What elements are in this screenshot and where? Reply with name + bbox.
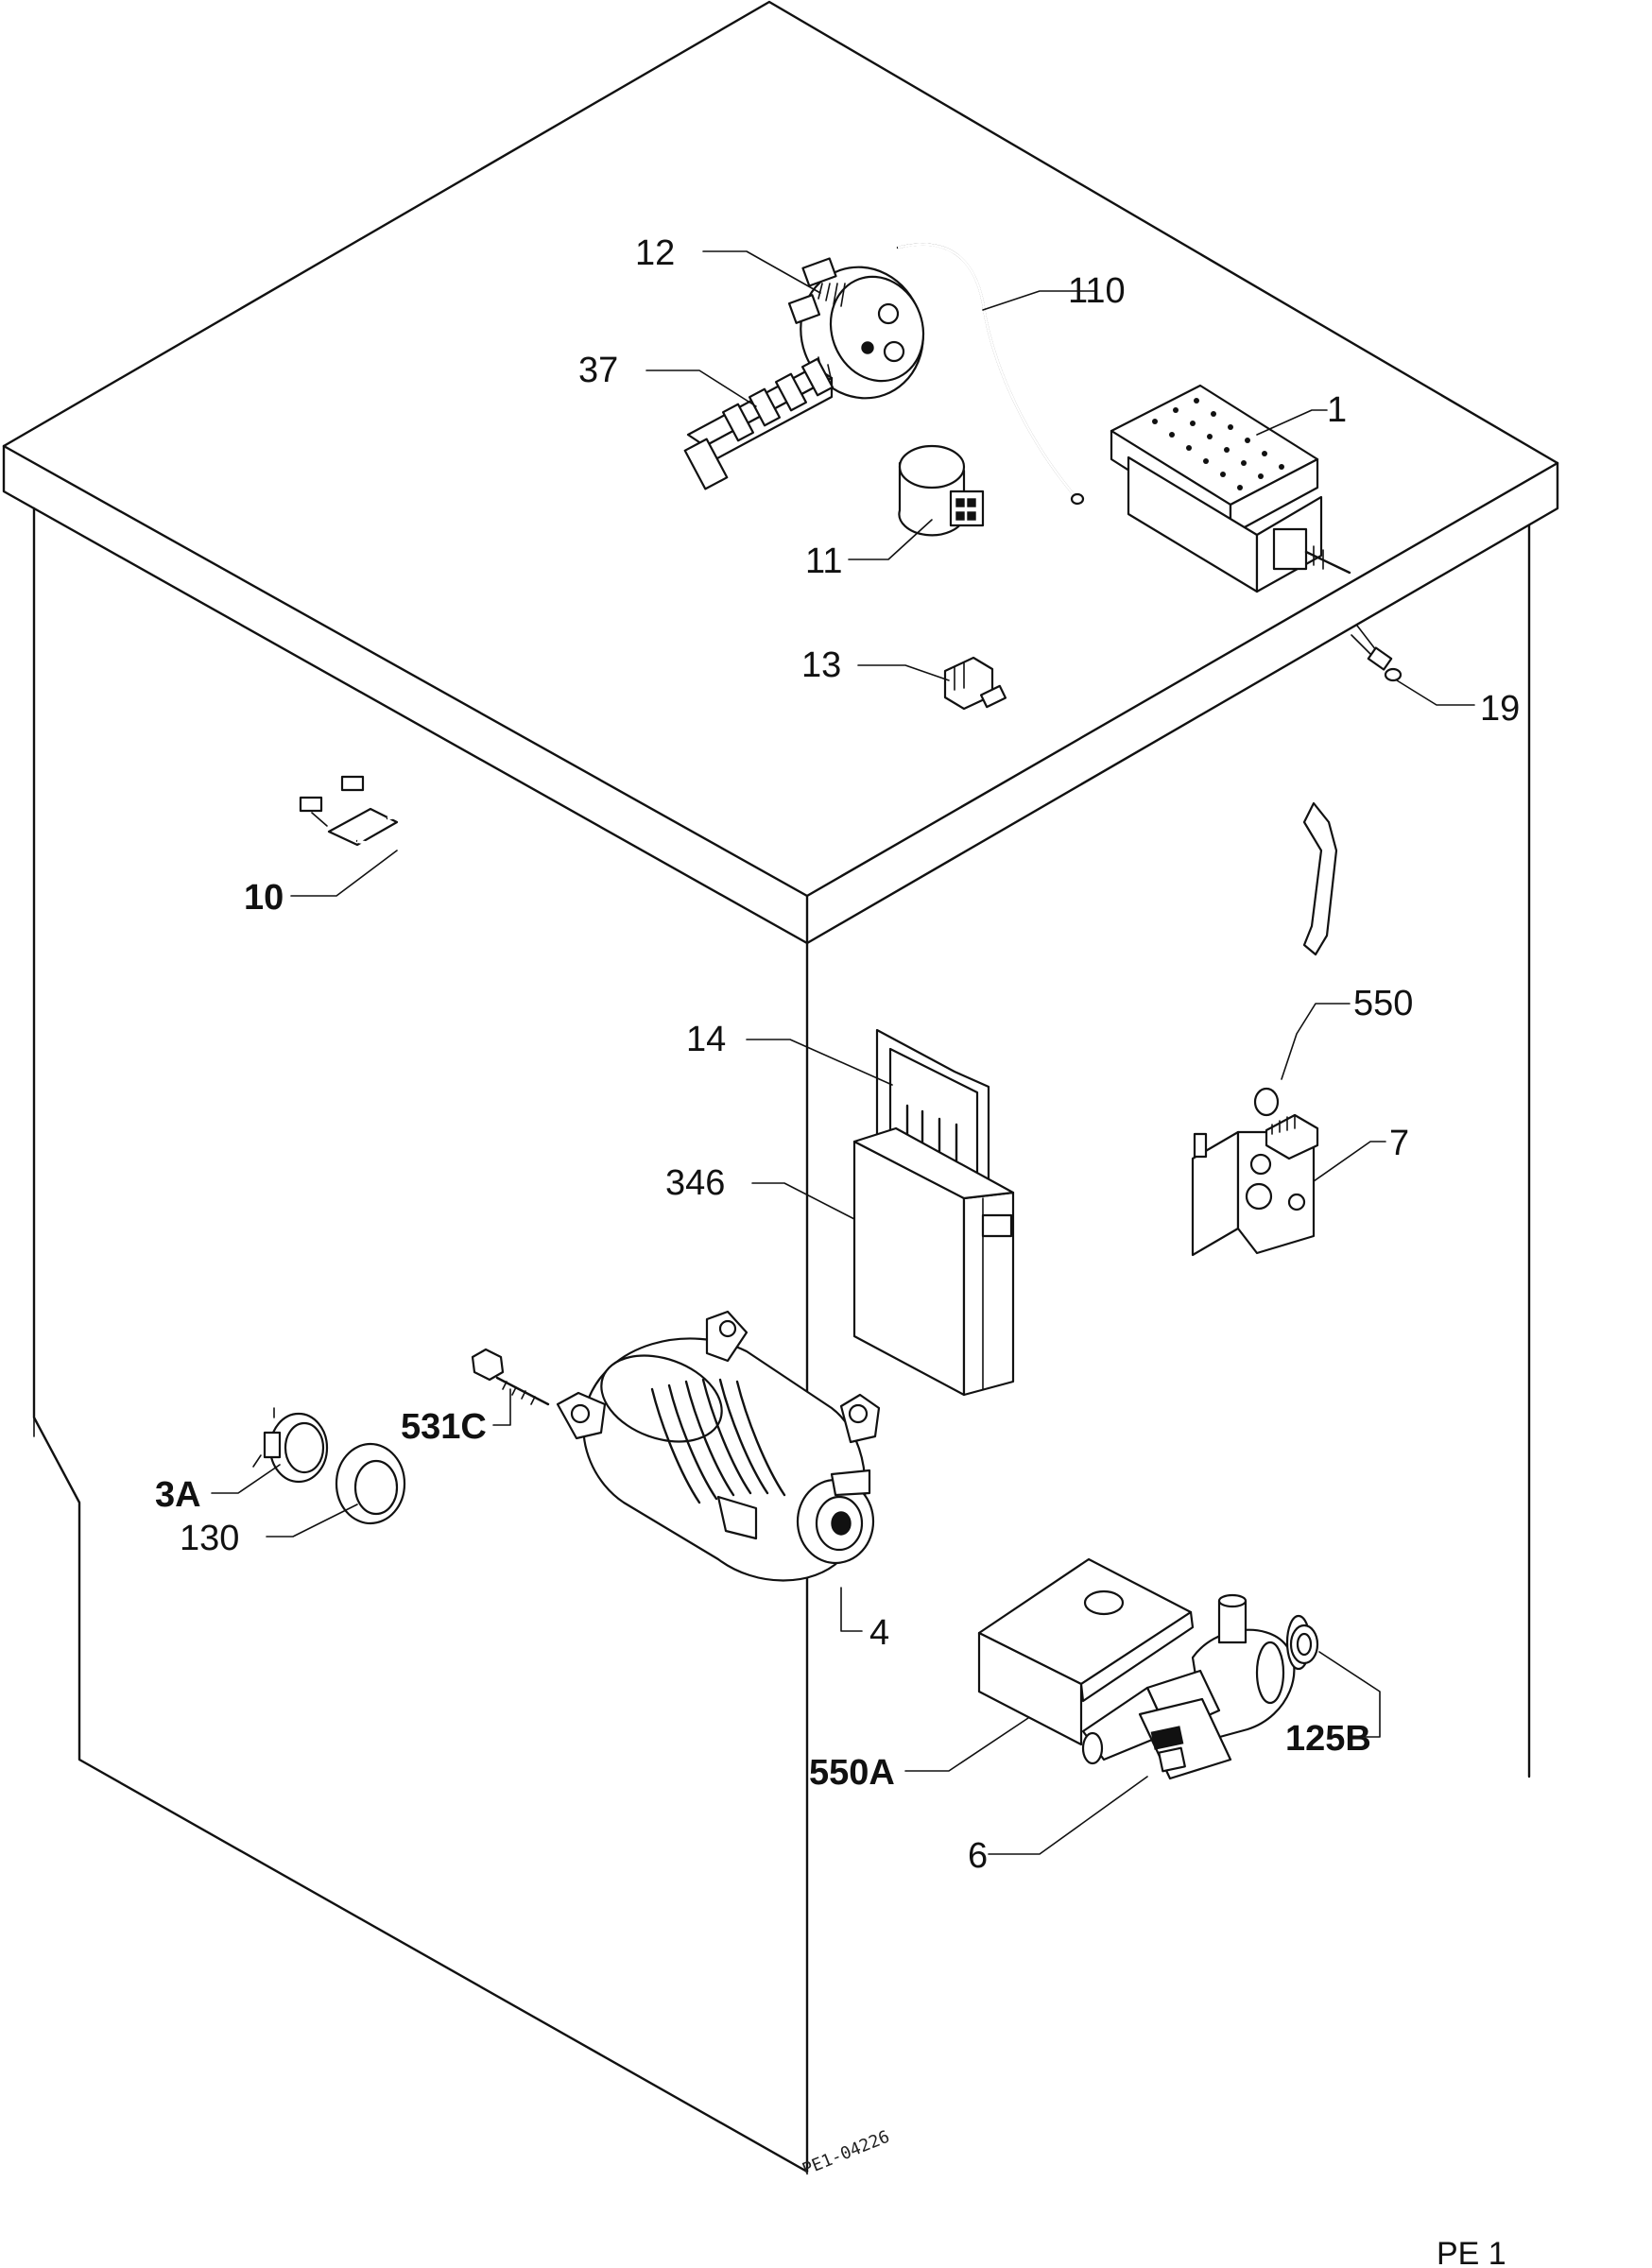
label-part-4: 4 <box>869 1613 889 1653</box>
label-part-550a: 550A <box>809 1753 895 1793</box>
pressure-switch-part-12 <box>787 257 925 400</box>
label-part-12: 12 <box>635 233 675 273</box>
label-part-130: 130 <box>180 1519 239 1558</box>
door-lever-part-550 <box>1253 801 1338 1117</box>
label-part-346: 346 <box>665 1163 725 1203</box>
label-part-14: 14 <box>686 1020 726 1059</box>
dispenser-housing-part-346 <box>852 1126 1015 1397</box>
washer-part-125b <box>1289 1624 1319 1665</box>
label-part-13: 13 <box>801 645 841 685</box>
part-labels: 12 110 37 1 11 13 19 10 550 7 14 346 531… <box>155 233 1520 1876</box>
label-part-110: 110 <box>1068 271 1126 311</box>
bracket-part-550a <box>977 1557 1195 1746</box>
screw-part-531c <box>471 1348 550 1406</box>
sensor-part-19 <box>1351 625 1402 682</box>
drain-pump-part-6 <box>1081 1593 1312 1780</box>
programmer-timer-part-1 <box>1110 384 1351 593</box>
terminal-block-part-37 <box>683 357 835 490</box>
label-part-1: 1 <box>1327 390 1347 430</box>
drawing-code: PE1-04226 <box>800 2127 892 2180</box>
leader-lines <box>211 250 1475 1855</box>
door-interlock-part-7 <box>1191 1113 1319 1257</box>
motor-part-4 <box>556 1310 881 1582</box>
cabinet-outline <box>2 0 1559 2174</box>
label-part-10: 10 <box>244 878 284 918</box>
label-part-7: 7 <box>1389 1124 1409 1163</box>
suppressor-part-3a <box>252 1407 329 1484</box>
label-part-531c: 531C <box>401 1407 487 1447</box>
label-part-550: 550 <box>1353 984 1413 1023</box>
label-part-19: 19 <box>1480 689 1520 729</box>
label-part-6: 6 <box>968 1836 988 1876</box>
label-part-11: 11 <box>805 541 842 581</box>
label-part-37: 37 <box>578 351 618 390</box>
label-part-3a: 3A <box>155 1475 201 1515</box>
page-code: PE 1 <box>1437 2236 1506 2268</box>
heating-element-part-10 <box>299 775 513 850</box>
hose-part-110 <box>896 243 1085 506</box>
connector-part-13 <box>943 656 1007 711</box>
label-part-125b: 125B <box>1285 1719 1371 1759</box>
seal-ring-part-130 <box>335 1442 406 1525</box>
capacitor-part-11 <box>898 444 985 537</box>
